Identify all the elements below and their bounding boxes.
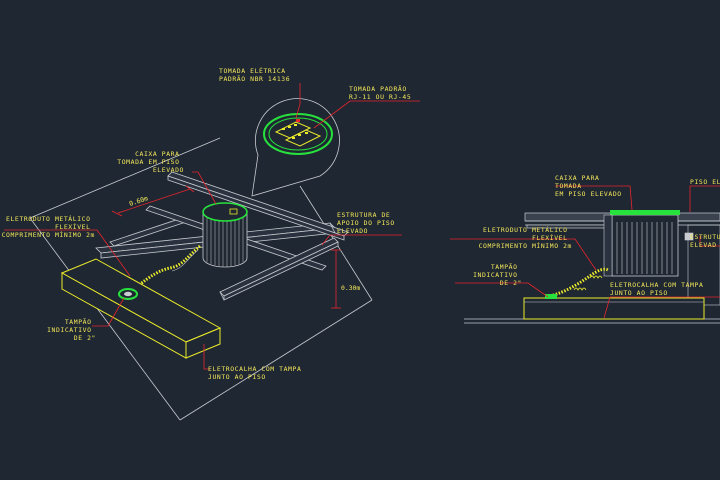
flexible-conduit [137, 244, 201, 288]
floor-box-cylinder [202, 202, 248, 268]
section-leader-lines [450, 185, 720, 319]
label-caixa-para: CAIXA PARA TOMADA EM PISO ELEVADO [117, 150, 184, 174]
dimension-030: 0.30m [341, 284, 360, 292]
section-conduit [545, 267, 609, 299]
label-section-caixa: CAIXA PARA TOMADA EM PISO ELEVADO [555, 174, 622, 198]
label-section-eletroduto: ELETRODUTO METÁLICO FLEXÍVEL COMPRIMENTO… [479, 225, 572, 250]
label-tomada-padrao: TOMADA PADRÃO RJ-11 OU RJ-45 [349, 84, 411, 101]
iso-leader-lines [4, 83, 420, 370]
section-view: CAIXA PARA TOMADA EM PISO ELEVADO PISO E… [450, 174, 720, 324]
cable-tray [60, 258, 222, 359]
ground-line [464, 318, 720, 324]
label-section-eletrocalha: ELETROCALHA COM TAMPA JUNTO AO PISO [610, 281, 708, 297]
section-labels: CAIXA PARA TOMADA EM PISO ELEVADO PISO E… [473, 174, 720, 297]
label-tomada-eletrica: TOMADA ELÉTRICA PADRÃO NBR 14136 [219, 66, 290, 83]
section-floor-box [603, 210, 680, 277]
label-estrutura: ESTRUTURA DE APOIO DO PISO ELEVADO [337, 211, 399, 235]
label-tampao: TAMPÃO INDICATIVO DE 2" [47, 317, 96, 342]
iso-labels: TOMADA ELÉTRICA PADRÃO NBR 14136 TOMADA … [2, 66, 411, 381]
tampao-indicator [118, 288, 138, 300]
raised-floor-beams [95, 171, 349, 301]
label-section-piso: PISO EL [690, 178, 720, 186]
label-section-tampao: TAMPÃO INDICATIVO DE 2" [473, 262, 522, 287]
section-cable-tray [523, 297, 705, 320]
detail-bubble [251, 98, 340, 197]
iso-view: TOMADA ELÉTRICA PADRÃO NBR 14136 TOMADA … [2, 66, 420, 421]
label-eletrocalha: ELETROCALHA COM TAMPA JUNTO AO PISO [208, 365, 306, 381]
label-section-estrutura: ESTRUTU ELEVAD [690, 233, 720, 249]
floor-plane-outline [29, 137, 373, 421]
label-eletroduto: ELETRODUTO METÁLICO FLEXÍVEL COMPRIMENTO… [2, 214, 95, 239]
